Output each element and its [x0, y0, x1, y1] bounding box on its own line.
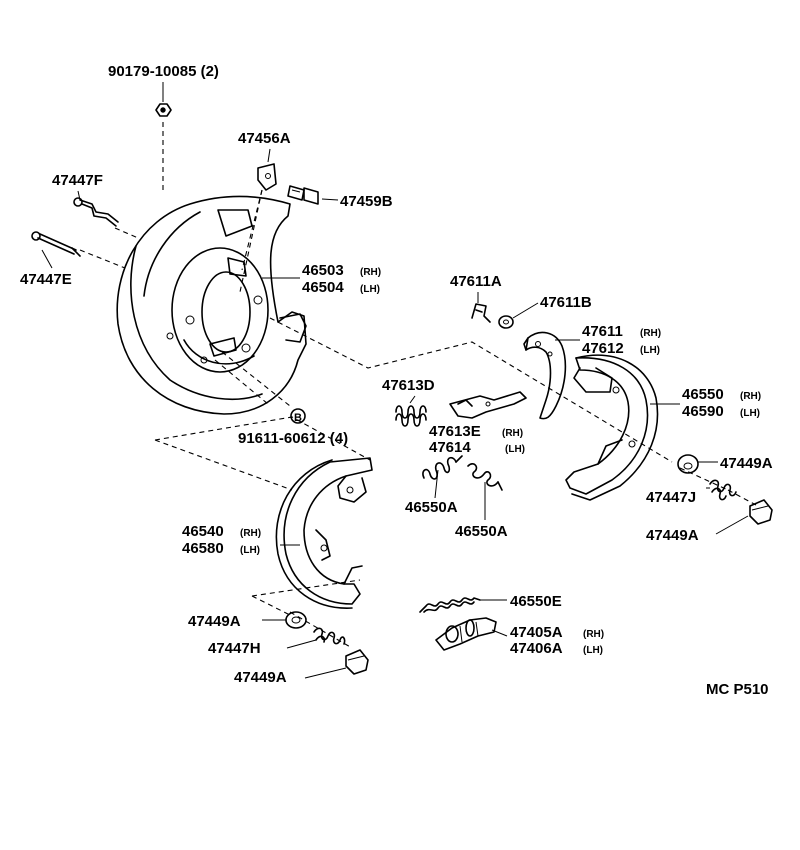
- label-47447J: 47447J: [646, 489, 696, 506]
- label-adjuster-lh: 47406A: [510, 640, 563, 657]
- pin-47447E: [31, 231, 81, 257]
- label-lever-lh: 47612: [582, 340, 624, 357]
- label-lever-rh: 47611: [582, 323, 623, 340]
- label-bolt: 91611-60612 (4): [238, 430, 348, 447]
- label-47611B: 47611B: [540, 294, 592, 311]
- cup-47449A-left-top: [285, 611, 307, 629]
- label-47456A: 47456A: [238, 130, 291, 147]
- label-46550A-left: 46550A: [405, 499, 458, 516]
- label-shoe-rh: 46550: [682, 386, 724, 403]
- label-shoe2-rh: 46540: [182, 523, 224, 540]
- washer-47611B: [498, 315, 514, 329]
- brake-shoe-right: [565, 354, 659, 501]
- label-47611A: 47611A: [450, 273, 502, 290]
- label-46550A-right: 46550A: [455, 523, 508, 540]
- label-47447F: 47447F: [52, 172, 103, 189]
- label-shoe2-lh: 46580: [182, 540, 224, 557]
- label-47613D: 47613D: [382, 377, 435, 394]
- bolt-marker-letter: B: [294, 412, 302, 424]
- adjuster: [435, 617, 497, 651]
- screw-part: [155, 103, 172, 117]
- spring-47447H: [313, 627, 346, 645]
- label-lever-rh-tag: (RH): [640, 328, 661, 339]
- label-strut-rh-tag: (RH): [502, 428, 523, 439]
- label-backing-plate-lh: 46504: [302, 279, 344, 296]
- label-46550E: 46550E: [510, 593, 562, 610]
- label-47449A-right-bottom: 47449A: [646, 527, 699, 544]
- label-strut-rh: 47613E: [429, 423, 481, 440]
- label-shoe-lh-tag: (LH): [740, 408, 760, 419]
- label-47447H: 47447H: [208, 640, 261, 657]
- cup-47449A-right-bottom: [749, 499, 773, 525]
- strut: [449, 391, 527, 419]
- label-lh-tag: (LH): [360, 284, 380, 295]
- diagram-code: MC P510: [706, 681, 769, 698]
- parking-lever: [523, 331, 567, 420]
- label-adjuster-rh: 47405A: [510, 624, 563, 641]
- label-lever-lh-tag: (LH): [640, 345, 660, 356]
- spring-47613D: [395, 405, 427, 427]
- plug-47459B: [287, 185, 319, 205]
- label-shoe-lh: 46590: [682, 403, 724, 420]
- brake-shoe-left: [275, 457, 373, 609]
- label-screw: 90179-10085 (2): [108, 63, 219, 80]
- clip-47456A: [257, 163, 277, 191]
- label-strut-lh: 47614: [429, 439, 471, 456]
- backing-plate: [116, 195, 307, 415]
- label-backing-plate-rh: 46503: [302, 262, 344, 279]
- pin-47611A: [471, 303, 491, 323]
- bolt-marker: B: [290, 408, 306, 424]
- spring-46550E: [419, 597, 481, 613]
- spring-46550A-left: [422, 455, 463, 480]
- label-47449A-right-top: 47449A: [720, 455, 773, 472]
- label-adjuster-rh-tag: (RH): [583, 629, 604, 640]
- label-adjuster-lh-tag: (LH): [583, 645, 603, 656]
- label-shoe-rh-tag: (RH): [740, 391, 761, 402]
- pin-47447F: [73, 197, 119, 227]
- label-47447E: 47447E: [20, 271, 72, 288]
- spring-47447J: [709, 479, 737, 501]
- label-strut-lh-tag: (LH): [505, 444, 525, 455]
- label-shoe2-lh-tag: (LH): [240, 545, 260, 556]
- cup-47449A-left-bottom: [345, 649, 369, 675]
- label-shoe2-rh-tag: (RH): [240, 528, 261, 539]
- spring-46550A-right: [467, 463, 503, 491]
- label-rh-tag: (RH): [360, 267, 381, 278]
- label-47459B: 47459B: [340, 193, 393, 210]
- label-47449A-left-bottom: 47449A: [234, 669, 287, 686]
- label-47449A-left-top: 47449A: [188, 613, 241, 630]
- cup-47449A-right-top: [677, 454, 699, 474]
